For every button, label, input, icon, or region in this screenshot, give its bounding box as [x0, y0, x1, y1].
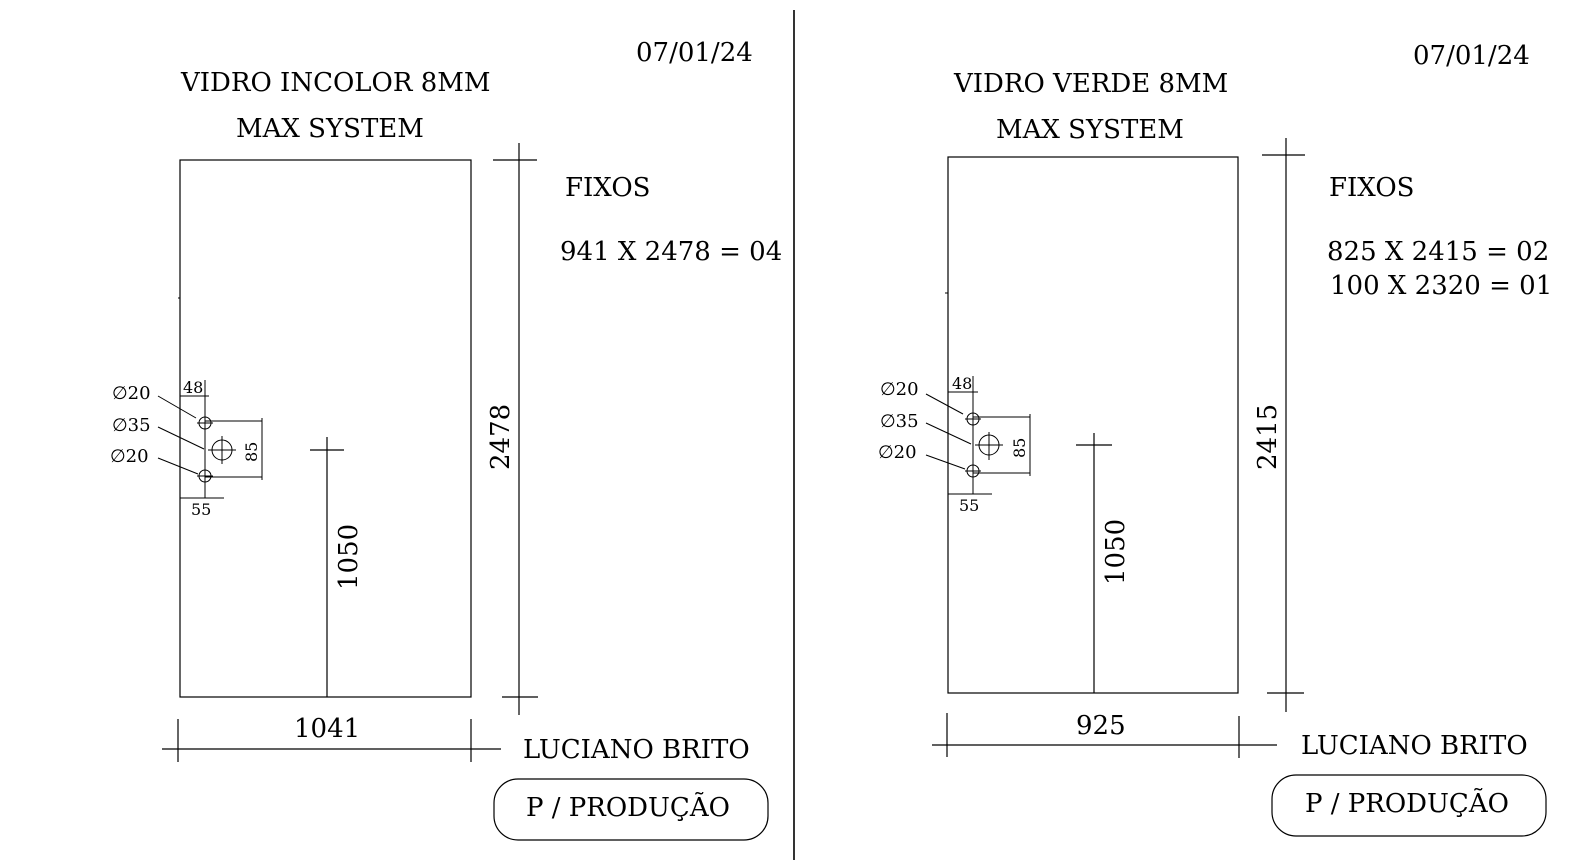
stamp-label-right: P / PRODUÇÃO	[1305, 787, 1509, 819]
height-dim-left: 2478	[486, 143, 538, 715]
hole-detail-right: ∅20 ∅35 ∅20 48 55 85	[878, 374, 1031, 515]
section-title-left: FIXOS	[565, 173, 651, 203]
sheet-left: 07/01/24 VIDRO INCOLOR 8MM MAX SYSTEM 10…	[110, 38, 782, 841]
handle-height-label-left: 1050	[334, 524, 364, 590]
hole-top-left	[198, 416, 212, 430]
piece-right-1: 825 X 2415 = 02	[1327, 237, 1549, 267]
hole-top-diameter-right: ∅20	[880, 379, 919, 400]
height-dim-right: 2415	[1253, 138, 1305, 712]
width-label-left: 1041	[294, 714, 360, 744]
hole-spacing-right: 85	[1010, 438, 1029, 458]
date-right: 07/01/24	[1413, 41, 1530, 71]
hole-bottom-left	[198, 469, 212, 483]
handle-height-dim-right: 1050	[1076, 433, 1131, 693]
glass-panel-left	[179, 159, 472, 698]
hole-mid-diameter-left: ∅35	[112, 415, 151, 436]
hole-bottom-diameter-left: ∅20	[110, 446, 149, 467]
production-stamp-right	[1271, 774, 1547, 837]
system-title-left: MAX SYSTEM	[236, 114, 424, 144]
height-label-left: 2478	[486, 404, 516, 470]
hole-top-right	[966, 412, 980, 426]
width-dim-left: 1041	[162, 714, 501, 762]
date-left: 07/01/24	[636, 38, 753, 68]
width-dim-right: 925	[932, 711, 1277, 758]
glass-title-right: VIDRO VERDE 8MM	[953, 69, 1228, 99]
production-stamp-left	[493, 778, 769, 841]
author-left: LUCIANO BRITO	[523, 735, 750, 765]
handle-height-dim-left: 1050	[310, 437, 364, 697]
hole-spacing-left: 85	[242, 442, 261, 462]
hole-bottom-diameter-right: ∅20	[878, 442, 917, 463]
hole-mid-left	[211, 439, 233, 461]
hole-offset-top-left: 48	[183, 378, 203, 397]
hole-top-diameter-left: ∅20	[112, 383, 151, 404]
hole-detail-left: ∅20 ∅35 ∅20 48 55 85	[110, 378, 263, 519]
width-label-right: 925	[1076, 711, 1126, 741]
piece-right-2: 100 X 2320 = 01	[1330, 271, 1552, 301]
handle-height-label-right: 1050	[1101, 519, 1131, 585]
hole-offset-bottom-left: 55	[191, 500, 211, 519]
height-label-right: 2415	[1253, 404, 1283, 470]
system-title-right: MAX SYSTEM	[996, 115, 1184, 145]
author-right: LUCIANO BRITO	[1301, 731, 1528, 761]
hole-mid-diameter-right: ∅35	[880, 411, 919, 432]
hole-mid-right	[978, 434, 1000, 456]
glass-title-left: VIDRO INCOLOR 8MM	[180, 68, 491, 98]
hole-bottom-right	[966, 464, 980, 478]
stamp-label-left: P / PRODUÇÃO	[526, 791, 730, 823]
hole-offset-bottom-right: 55	[959, 496, 979, 515]
glass-panel-right	[947, 156, 1239, 694]
sheet-right: 07/01/24 VIDRO VERDE 8MM MAX SYSTEM 1050…	[878, 41, 1552, 837]
section-title-right: FIXOS	[1329, 173, 1415, 203]
hole-offset-top-right: 48	[952, 374, 972, 393]
piece-left-1: 941 X 2478 = 04	[560, 237, 782, 267]
